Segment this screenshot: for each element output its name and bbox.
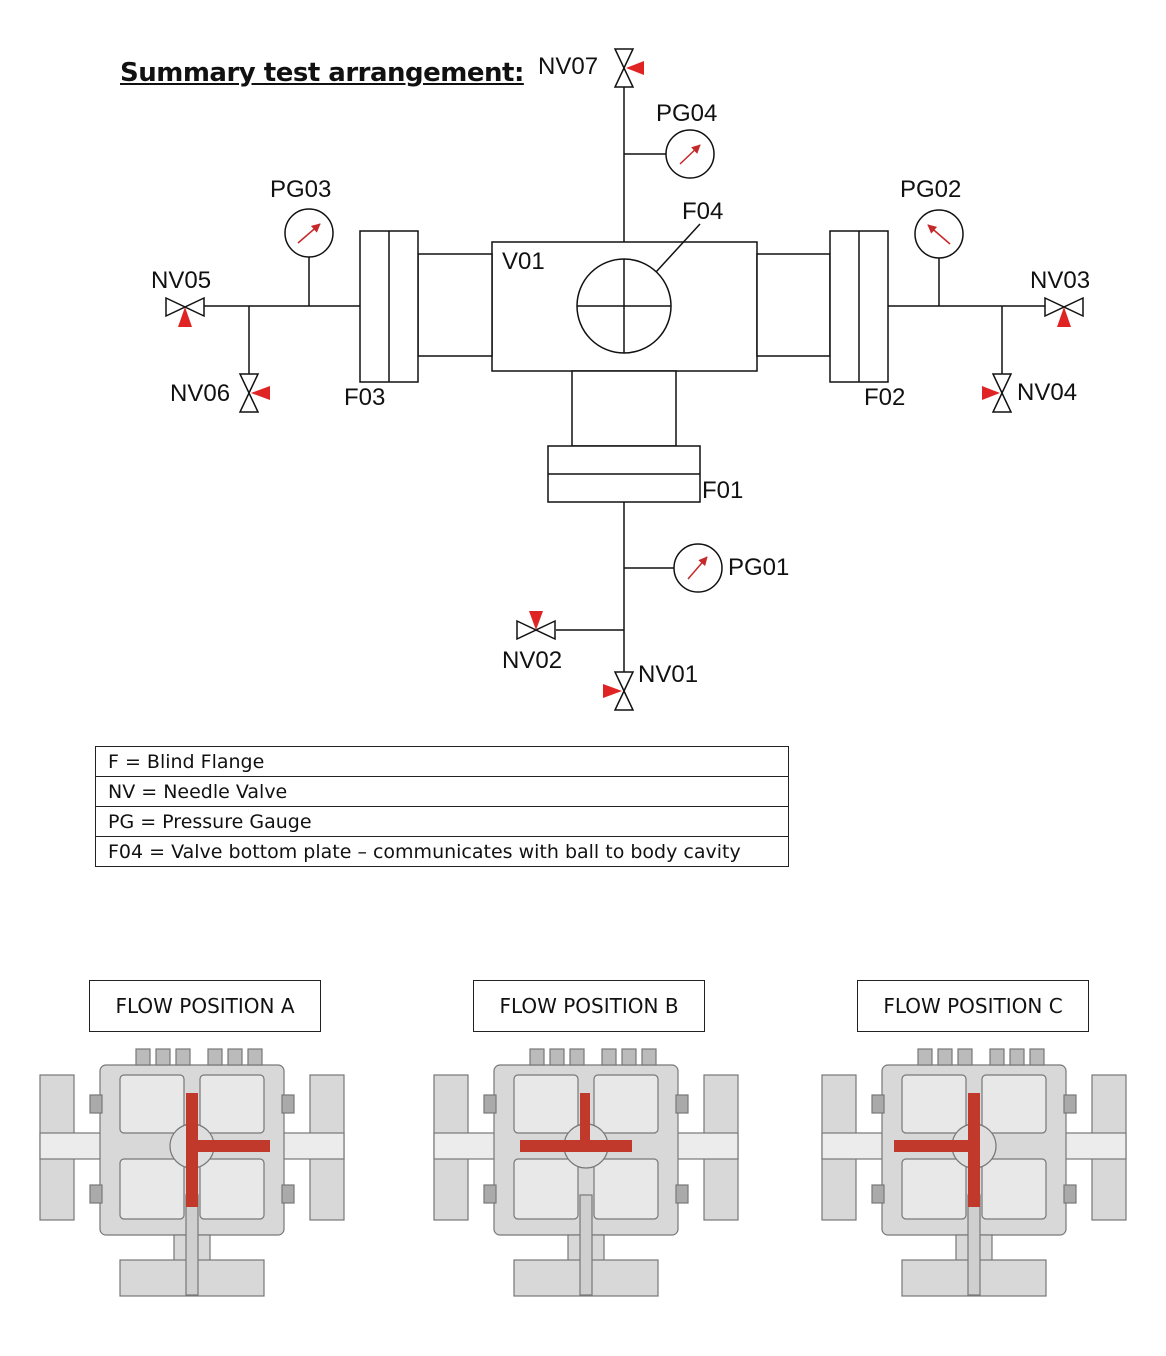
label-f02: F02	[864, 384, 905, 411]
needle-valve-nv06	[239, 373, 270, 413]
legend-row: F = Blind Flange	[95, 746, 789, 777]
legend-table: F = Blind Flange NV = Needle Valve PG = …	[95, 746, 789, 867]
valve-cross-section-c	[821, 1048, 1127, 1297]
label-nv07: NV07	[538, 53, 598, 80]
needle-valve-nv03	[1044, 297, 1084, 327]
label-v01: V01	[502, 248, 545, 275]
gauge-pg03	[284, 208, 334, 258]
legend-row: F04 = Valve bottom plate – communicates …	[95, 836, 789, 867]
label-pg02: PG02	[900, 176, 961, 203]
label-pg03: PG03	[270, 176, 331, 203]
flow-position-a-label: FLOW POSITION A	[89, 980, 321, 1032]
label-nv01: NV01	[638, 661, 698, 688]
label-nv02: NV02	[502, 647, 562, 674]
right-neck	[756, 253, 831, 357]
legend-row: NV = Needle Valve	[95, 776, 789, 807]
label-nv04: NV04	[1017, 379, 1077, 406]
bottom-neck	[571, 370, 677, 447]
gauge-pg02	[914, 209, 964, 259]
flow-position-c-label: FLOW POSITION C	[857, 980, 1089, 1032]
label-f03: F03	[344, 384, 385, 411]
needle-valve-nv07	[614, 48, 644, 88]
label-nv06: NV06	[170, 380, 230, 407]
label-f01: F01	[702, 477, 743, 504]
label-nv03: NV03	[1030, 267, 1090, 294]
label-pg01: PG01	[728, 554, 789, 581]
label-nv05: NV05	[151, 267, 211, 294]
valve-cross-section-a	[39, 1048, 345, 1297]
valve-cross-section-b	[433, 1048, 739, 1297]
flow-position-b-label: FLOW POSITION B	[473, 980, 705, 1032]
needle-valve-nv05	[165, 297, 205, 327]
needle-valve-nv02	[516, 611, 556, 640]
label-pg04: PG04	[656, 100, 717, 127]
legend-row: PG = Pressure Gauge	[95, 806, 789, 837]
needle-valve-nv01	[603, 671, 634, 711]
gauge-pg01	[673, 543, 723, 593]
needle-valve-nv04	[982, 373, 1012, 413]
left-neck	[417, 253, 493, 357]
page-title: Summary test arrangement:	[120, 58, 524, 88]
gauge-pg04	[665, 129, 715, 179]
label-f04: F04	[682, 198, 723, 225]
